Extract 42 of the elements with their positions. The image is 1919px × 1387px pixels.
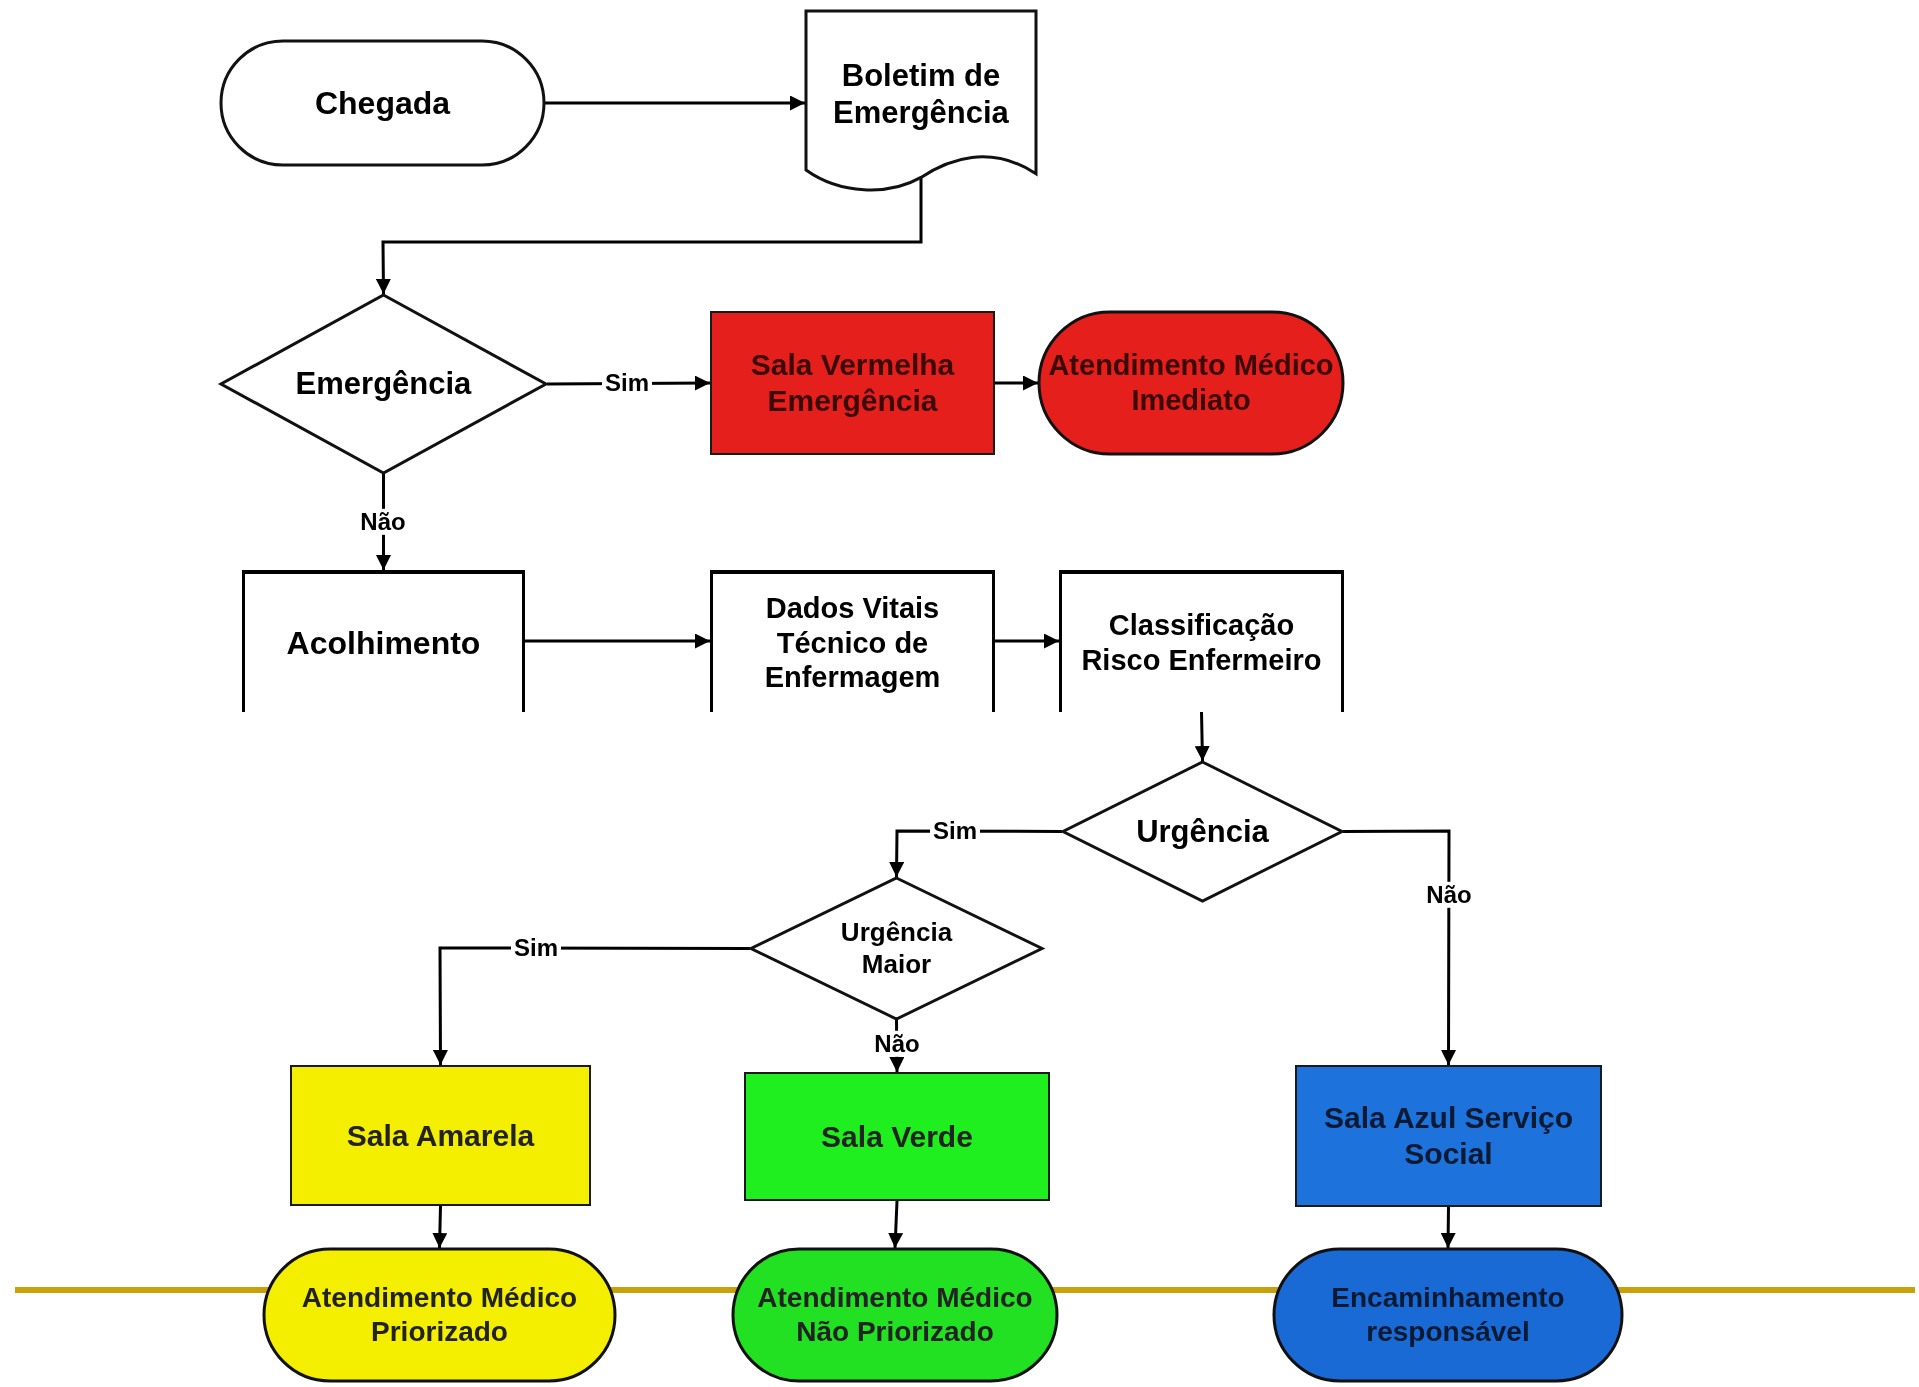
arrow xyxy=(545,95,805,111)
process-box xyxy=(1059,570,1344,712)
arrow xyxy=(1194,711,1210,762)
process-box xyxy=(1295,1065,1602,1207)
arrow xyxy=(995,375,1038,391)
node-label: Emergência xyxy=(295,365,472,403)
process-box xyxy=(290,1065,591,1206)
node-label: Atendimento Médico Imediato xyxy=(1047,348,1335,418)
decision-diamond xyxy=(1062,761,1343,902)
node-label: Sala Vermelha Emergência xyxy=(749,347,956,419)
arrow xyxy=(432,946,750,1065)
arrow xyxy=(888,1200,904,1249)
arrow xyxy=(995,633,1059,649)
node-label: Chegada xyxy=(314,83,451,123)
node-label: Classificação Risco Enfermeiro xyxy=(1080,608,1323,678)
terminal-shape xyxy=(220,40,545,166)
process-box xyxy=(242,570,525,712)
arrow xyxy=(1343,829,1457,1065)
node-label: Atendimento Médico Priorizado xyxy=(300,1281,579,1349)
node-label: Acolhimento xyxy=(286,623,481,663)
node-label: Encaminhamento responsável xyxy=(1330,1281,1566,1349)
terminal-shape xyxy=(263,1248,616,1382)
terminal-shape xyxy=(1038,311,1344,455)
arrow xyxy=(432,1205,448,1249)
node-label: Urgência Maior xyxy=(839,917,954,980)
decision-diamond xyxy=(220,294,547,474)
process-box xyxy=(710,570,995,712)
node-label: Sala Amarela xyxy=(346,1117,535,1154)
node-label: Urgência xyxy=(1136,812,1269,851)
terminal-shape xyxy=(732,1248,1058,1382)
node-label: Atendimento Médico Não Priorizado xyxy=(756,1281,1034,1349)
arrow xyxy=(525,633,710,649)
process-box xyxy=(744,1072,1050,1201)
arrow xyxy=(1440,1206,1456,1249)
arrow xyxy=(375,177,923,294)
process-box xyxy=(710,311,995,455)
node-label: Dados Vitais Técnico de Enfermagem xyxy=(763,590,942,696)
node-label: Sala Verde xyxy=(821,1118,973,1155)
decision-diamond xyxy=(750,877,1043,1020)
terminal-shape xyxy=(1273,1248,1623,1382)
node-label: Boletim de Emergência xyxy=(832,56,1010,131)
node-label: Sala Azul Serviço Social xyxy=(1323,1100,1574,1172)
